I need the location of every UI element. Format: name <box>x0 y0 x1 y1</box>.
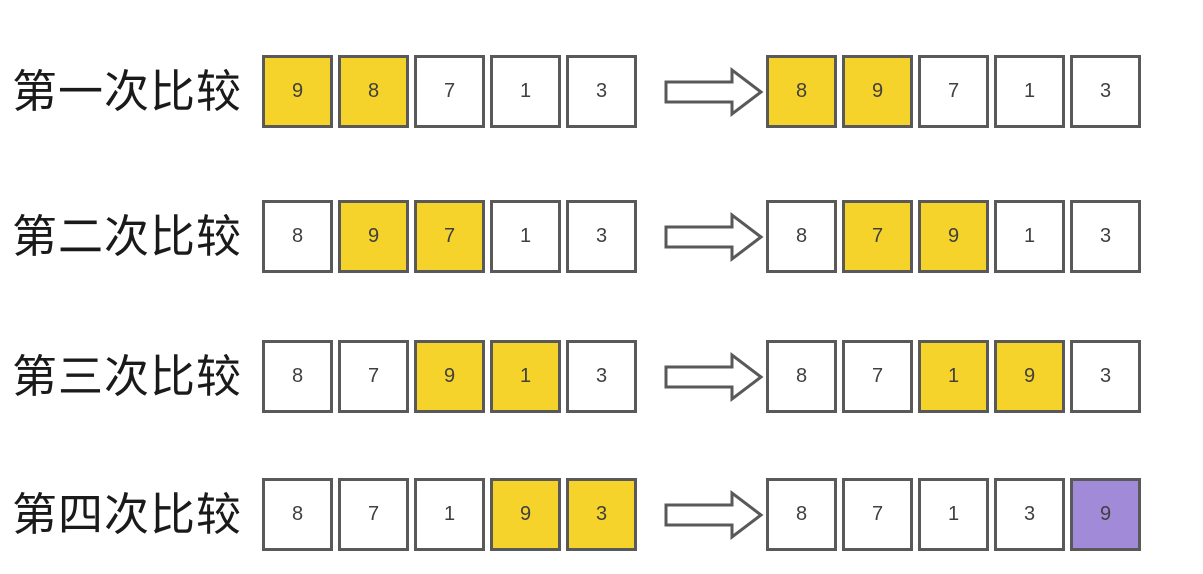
array-cell: 9 <box>994 340 1065 413</box>
step-label: 第二次比较 <box>12 211 243 262</box>
array-cell: 9 <box>338 200 409 273</box>
array-before: 8 7 1 9 3 <box>262 478 637 551</box>
step-label: 第一次比较 <box>12 66 243 117</box>
arrow-right-icon <box>664 489 764 540</box>
array-after: 8 7 9 1 3 <box>766 200 1141 273</box>
array-cell: 9 <box>842 55 913 128</box>
array-after: 8 7 1 9 3 <box>766 340 1141 413</box>
array-before: 9 8 7 1 3 <box>262 55 637 128</box>
arrow-right-icon <box>664 351 764 402</box>
array-cell: 3 <box>994 478 1065 551</box>
array-cell: 1 <box>994 55 1065 128</box>
array-cell: 8 <box>262 200 333 273</box>
comparison-row: 第四次比较 8 7 1 9 3 8 7 1 3 9 <box>0 478 1203 551</box>
array-cell: 8 <box>766 200 837 273</box>
array-cell: 8 <box>766 340 837 413</box>
array-cell: 9 <box>490 478 561 551</box>
array-cell: 8 <box>338 55 409 128</box>
arrow-right-icon <box>664 66 764 117</box>
array-cell: 9 <box>918 200 989 273</box>
array-cell: 9 <box>414 340 485 413</box>
array-cell: 7 <box>338 340 409 413</box>
array-cell: 3 <box>566 340 637 413</box>
array-cell: 8 <box>262 340 333 413</box>
array-cell: 7 <box>414 200 485 273</box>
array-cell: 1 <box>918 340 989 413</box>
array-cell: 8 <box>262 478 333 551</box>
array-cell: 3 <box>1070 55 1141 128</box>
arrow-right-icon <box>664 211 764 262</box>
step-label: 第四次比较 <box>12 489 243 540</box>
array-cell: 7 <box>842 340 913 413</box>
step-label: 第三次比较 <box>12 351 243 402</box>
array-cell: 3 <box>1070 340 1141 413</box>
array-cell: 9 <box>1070 478 1141 551</box>
array-cell: 1 <box>490 200 561 273</box>
array-after: 8 7 1 3 9 <box>766 478 1141 551</box>
array-cell: 8 <box>766 55 837 128</box>
array-before: 8 9 7 1 3 <box>262 200 637 273</box>
array-cell: 1 <box>994 200 1065 273</box>
array-before: 8 7 9 1 3 <box>262 340 637 413</box>
array-cell: 7 <box>414 55 485 128</box>
array-cell: 8 <box>766 478 837 551</box>
array-cell: 1 <box>490 55 561 128</box>
array-cell: 1 <box>414 478 485 551</box>
comparison-row: 第三次比较 8 7 9 1 3 8 7 1 9 3 <box>0 340 1203 413</box>
array-cell: 1 <box>918 478 989 551</box>
array-cell: 7 <box>338 478 409 551</box>
array-cell: 3 <box>1070 200 1141 273</box>
comparison-row: 第二次比较 8 9 7 1 3 8 7 9 1 3 <box>0 200 1203 273</box>
comparison-row: 第一次比较 9 8 7 1 3 8 9 7 1 3 <box>0 55 1203 128</box>
array-cell: 3 <box>566 478 637 551</box>
array-cell: 7 <box>842 478 913 551</box>
array-cell: 7 <box>842 200 913 273</box>
array-cell: 3 <box>566 200 637 273</box>
array-cell: 3 <box>566 55 637 128</box>
array-after: 8 9 7 1 3 <box>766 55 1141 128</box>
array-cell: 9 <box>262 55 333 128</box>
array-cell: 1 <box>490 340 561 413</box>
array-cell: 7 <box>918 55 989 128</box>
